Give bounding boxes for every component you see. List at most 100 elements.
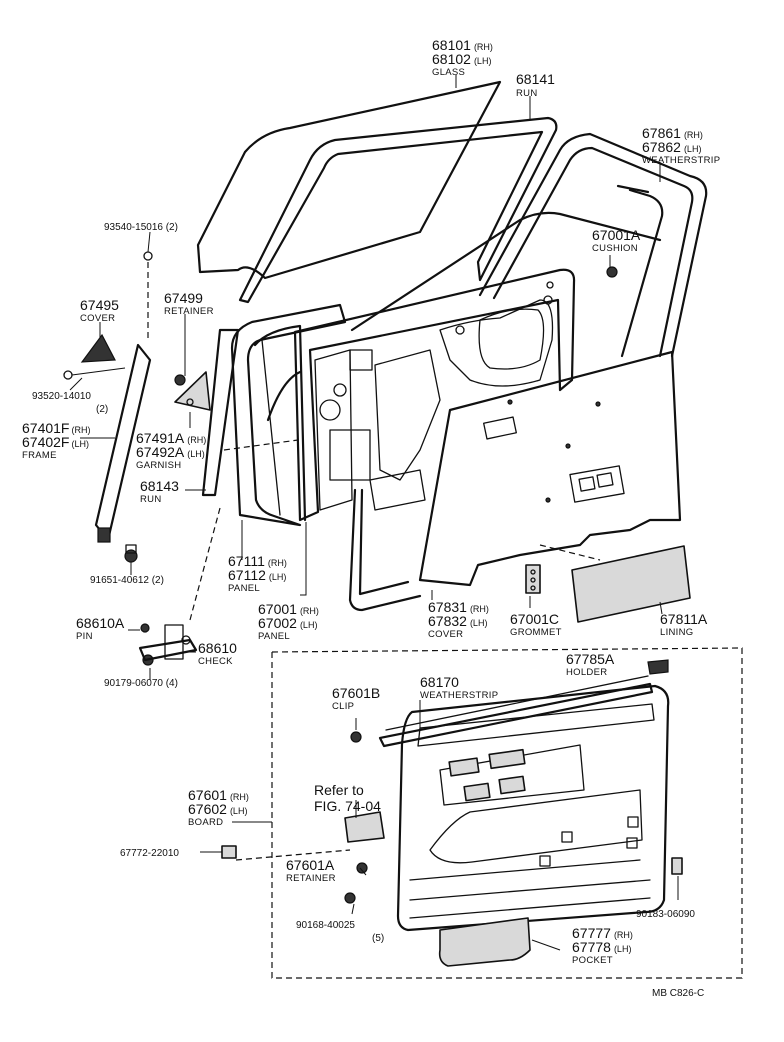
svg-text:67491A(RH): 67491A(RH) <box>136 430 206 446</box>
run-top-label: RUN <box>516 88 537 99</box>
cushion-part: 67001A <box>592 227 641 243</box>
svg-text:67602(LH): 67602(LH) <box>188 801 247 817</box>
division-bar-frame <box>94 343 152 543</box>
callout-cushion: 67001A CUSHION <box>592 227 641 254</box>
board-part-rh: 67601 <box>188 787 227 803</box>
screw-90168-part: 90168-40025 <box>296 920 355 931</box>
callout-grommet: 67001C GROMMET <box>510 611 561 638</box>
callout-garnish: 67491A(RH) 67492A(LH) GARNISH <box>136 430 206 471</box>
svg-text:68101(RH): 68101(RH) <box>432 37 493 53</box>
lining-part: 67811A <box>660 611 708 627</box>
belt-weatherstrip <box>378 675 654 748</box>
callout-clip-90183: 90183-06090 <box>636 909 695 920</box>
panel-door-rh: 67001 <box>258 601 297 617</box>
outer-door-panel <box>230 303 347 527</box>
frame-part-rh: 67401F <box>22 420 69 436</box>
svg-text:67002(LH): 67002(LH) <box>258 615 317 631</box>
screw-93540-part: 93540-15016 (2) <box>104 222 178 233</box>
garnish-label: GARNISH <box>136 460 181 471</box>
callout-frame: 67401F(RH) 67402F(LH) FRAME <box>22 420 90 461</box>
panel-inner-rh: 67111 <box>228 553 265 569</box>
callout-weatherstrip-door: 67861(RH) 67862(LH) WEATHERSTRIP <box>642 125 720 166</box>
svg-text:67601(RH): 67601(RH) <box>188 787 249 803</box>
cover-67831-rh: 67831 <box>428 599 467 615</box>
pocket-label: POCKET <box>572 955 613 966</box>
pin-part: 68610A <box>76 615 125 631</box>
run-top-part: 68141 <box>516 71 555 87</box>
svg-text:67001(RH): 67001(RH) <box>258 601 319 617</box>
svg-text:67492A(LH): 67492A(LH) <box>136 444 205 460</box>
retainer-67601a-label: RETAINER <box>286 873 336 884</box>
weatherstrip-door-lh: 67862 <box>642 139 681 155</box>
check-label: CHECK <box>198 656 233 667</box>
cover-67831-label: COVER <box>428 629 463 640</box>
callout-panel-inner: 67111(RH) 67112(LH) PANEL <box>228 553 287 594</box>
grommet-part: 67001C <box>510 611 559 627</box>
callout-weatherstrip-belt: 68170 WEATHERSTRIP <box>420 674 498 701</box>
frame-label: FRAME <box>22 450 57 461</box>
cover-67495-label: COVER <box>80 313 115 324</box>
callout-panel-door: 67001(RH) 67002(LH) PANEL <box>258 601 319 642</box>
bolt-91651-part: 91651-40612 (2) <box>90 575 164 586</box>
diagram-code-block: MB C826-C <box>652 988 704 999</box>
callout-reference: Refer to FIG. 74-04 <box>314 782 381 814</box>
run-68143-label: RUN <box>140 494 161 505</box>
grommet <box>525 564 541 594</box>
retainer-67601a-part: 67601A <box>286 857 335 873</box>
callout-pin: 68610A PIN <box>76 615 125 642</box>
screw-93520-part: 93520-14010 <box>32 391 91 402</box>
frame-part-lh: 67402F <box>22 434 69 450</box>
callout-screw-90168: 90168-40025 (5) <box>296 920 384 944</box>
knob-67772-part: 67772-22010 <box>120 848 179 859</box>
holder-part: 67785A <box>566 651 615 667</box>
screw-93520-qty: (2) <box>96 404 108 415</box>
clip-90183-part: 90183-06090 <box>636 909 695 920</box>
door-glass <box>196 80 502 280</box>
garnish <box>174 371 211 411</box>
holder-label: HOLDER <box>566 667 607 678</box>
callout-run-top: 68141 RUN <box>516 71 555 99</box>
callout-check: 68610 CHECK <box>198 640 237 667</box>
inner-door-panel <box>293 268 576 612</box>
weatherstrip-belt-part: 68170 <box>420 674 459 690</box>
weatherstrip-door-rh: 67861 <box>642 125 681 141</box>
door-weatherstrip <box>350 132 708 358</box>
pin-label: PIN <box>76 631 93 642</box>
diagram-code: MB C826-C <box>652 988 704 999</box>
callout-clip: 67601B CLIP <box>332 685 380 712</box>
bolt-90179-part: 90179-06070 (4) <box>104 678 178 689</box>
armrest-reference <box>344 811 385 843</box>
callout-retainer-67601a: 67601A RETAINER <box>286 857 336 884</box>
lining-label: LINING <box>660 627 693 638</box>
glass-label: GLASS <box>432 67 465 78</box>
callout-run-68143: 68143 RUN <box>140 478 179 505</box>
callout-bolt-90179: 90179-06070 (4) <box>104 678 178 689</box>
trim-clips <box>221 731 683 904</box>
leader-lines <box>69 75 679 951</box>
svg-text:67777(RH): 67777(RH) <box>572 925 633 941</box>
callout-screw-93540: 93540-15016 (2) <box>104 222 178 233</box>
glass-part-rh: 68101 <box>432 37 471 53</box>
callout-lining: 67811A LINING <box>660 611 708 638</box>
division-run <box>201 328 240 497</box>
callout-knob-67772: 67772-22010 <box>120 848 179 859</box>
panel-door-label: PANEL <box>258 631 290 642</box>
board-label: BOARD <box>188 817 223 828</box>
callout-retainer-67499: 67499 RETAINER <box>164 290 214 317</box>
svg-text:67862(LH): 67862(LH) <box>642 139 701 155</box>
trim-cover <box>418 350 682 587</box>
reference-line1: Refer to <box>314 782 364 798</box>
callout-cover-67831: 67831(RH) 67832(LH) COVER <box>428 599 489 640</box>
weatherstrip-belt-label: WEATHERSTRIP <box>420 690 498 701</box>
retainer-67499-label: RETAINER <box>164 306 214 317</box>
callout-pocket: 67777(RH) 67778(LH) POCKET <box>572 925 633 966</box>
door-trim-board <box>396 684 670 932</box>
svg-text:68102(LH): 68102(LH) <box>432 51 491 67</box>
pocket-part-rh: 67777 <box>572 925 611 941</box>
callout-screw-93520: 93520-14010 (2) <box>32 391 108 415</box>
svg-text:67402F(LH): 67402F(LH) <box>22 434 89 450</box>
retainer-67499-part: 67499 <box>164 290 203 306</box>
callout-cover-67495: 67495 COVER <box>80 297 119 324</box>
callout-glass: 68101(RH) 68102(LH) GLASS <box>432 37 493 78</box>
